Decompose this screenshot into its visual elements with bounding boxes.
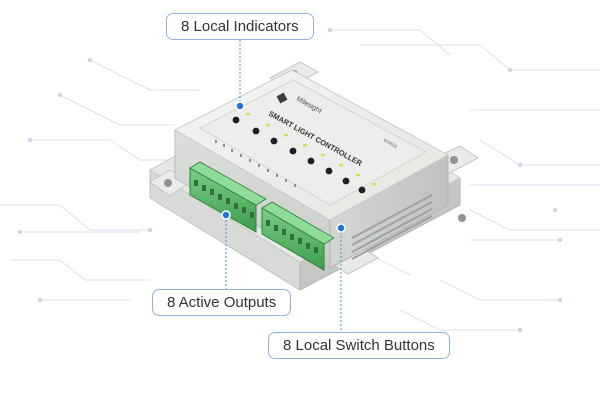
switch-marker <box>336 223 346 233</box>
device-model: WS558 <box>383 138 399 150</box>
circuit-nodes <box>17 27 563 333</box>
nfc-icon <box>276 92 288 104</box>
leader-lines <box>225 40 342 332</box>
led-indicators <box>246 113 376 186</box>
small-terminal-labels <box>215 140 296 187</box>
indicator-marker <box>235 101 245 111</box>
terminal-block-left <box>189 161 267 233</box>
outputs-marker <box>221 210 231 220</box>
circuit-background <box>0 29 600 331</box>
switch-buttons <box>232 116 366 194</box>
callout-local-switch-buttons: 8 Local Switch Buttons <box>268 332 450 359</box>
side-vents <box>351 194 433 260</box>
callout-local-indicators: 8 Local Indicators <box>166 13 314 40</box>
terminal-block-right <box>261 201 335 271</box>
leader-markers <box>221 101 346 233</box>
callout-active-outputs: 8 Active Outputs <box>152 289 292 316</box>
